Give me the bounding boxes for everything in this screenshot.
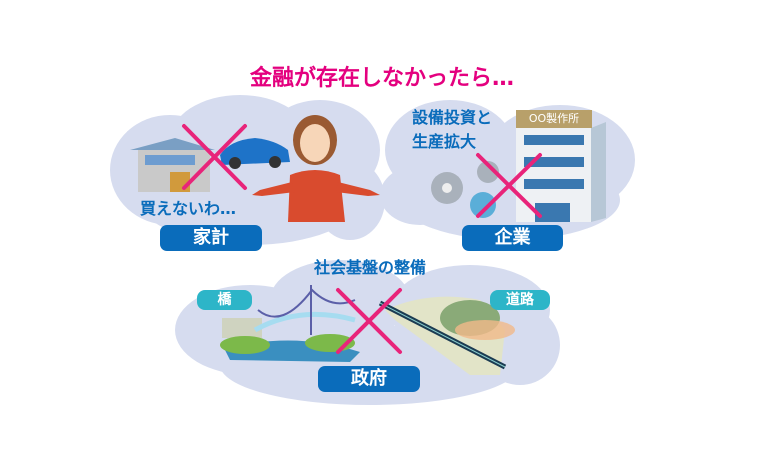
company-label: 企業 xyxy=(462,225,563,251)
household-label: 家計 xyxy=(160,225,262,251)
government-cross-icon xyxy=(336,288,402,354)
government-caption: 社会基盤の整備 xyxy=(313,258,426,277)
building-sign: OO製作所 xyxy=(528,112,580,125)
page-title: 金融が存在しなかったら… xyxy=(249,66,514,91)
bridge-badge: 橋 xyxy=(197,290,252,310)
gears-icon xyxy=(431,161,499,218)
household-caption: 買えないわ… xyxy=(140,199,237,218)
car-icon xyxy=(220,138,290,169)
company-caption-line1: 設備投資と xyxy=(412,108,493,127)
household-cross-icon xyxy=(182,124,247,190)
company-caption-line2: 生産拡大 xyxy=(412,132,477,151)
government-label: 政府 xyxy=(318,366,420,392)
company-cross-icon xyxy=(476,153,542,218)
woman-icon xyxy=(252,115,380,222)
road-icon xyxy=(378,296,515,375)
road-badge: 道路 xyxy=(490,290,550,310)
